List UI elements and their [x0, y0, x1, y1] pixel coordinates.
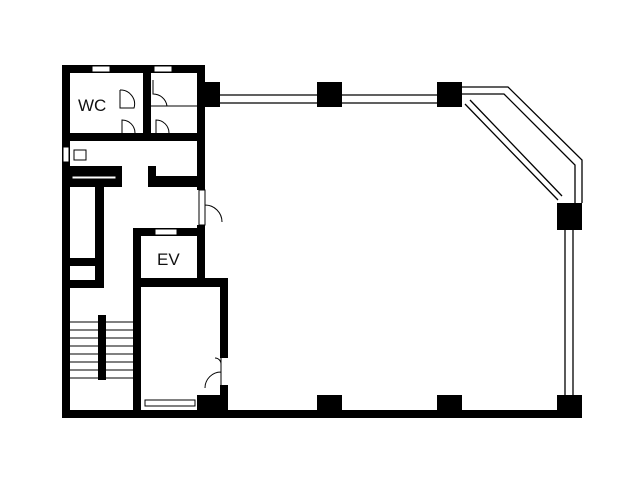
window	[154, 228, 178, 236]
core-left-wall	[62, 65, 70, 418]
ev-left-wall	[133, 228, 141, 410]
corridor-wall-right	[148, 176, 197, 187]
column	[557, 203, 582, 230]
ev-bottom-wall	[133, 278, 228, 287]
windows	[62, 65, 196, 407]
column	[557, 395, 582, 418]
ev-label: EV	[157, 250, 180, 269]
stairs	[70, 321, 133, 379]
corridor-wall-stub	[148, 166, 156, 186]
door-icon	[155, 119, 170, 134]
door-icon	[198, 189, 223, 226]
shaft-divider-2	[70, 280, 104, 288]
door-icon	[119, 89, 136, 109]
doors	[73, 80, 223, 389]
column	[437, 82, 462, 107]
room-right-wall	[220, 278, 228, 358]
column	[317, 82, 342, 107]
door-icon	[121, 119, 136, 134]
wc-label: WC	[78, 96, 106, 115]
column	[317, 395, 342, 418]
window	[144, 399, 196, 407]
window	[153, 65, 173, 73]
window	[91, 65, 111, 73]
column	[197, 82, 220, 107]
shaft-wall	[95, 187, 104, 288]
core-right-wall-upper	[197, 65, 205, 190]
column	[197, 395, 225, 418]
window	[62, 146, 70, 163]
glazing	[220, 86, 583, 395]
wc-bottom-wall	[62, 133, 205, 141]
column	[437, 395, 462, 418]
wc-divider-wall	[143, 65, 151, 141]
stair-center-wall	[98, 315, 106, 380]
core-top-wall	[62, 65, 205, 73]
core-right-wall-mid	[197, 225, 205, 285]
door-icon	[204, 357, 222, 389]
walls	[62, 65, 582, 418]
sink-icon	[73, 149, 87, 161]
door-icon	[152, 80, 168, 107]
shaft-divider-1	[70, 258, 104, 266]
window	[71, 175, 117, 180]
